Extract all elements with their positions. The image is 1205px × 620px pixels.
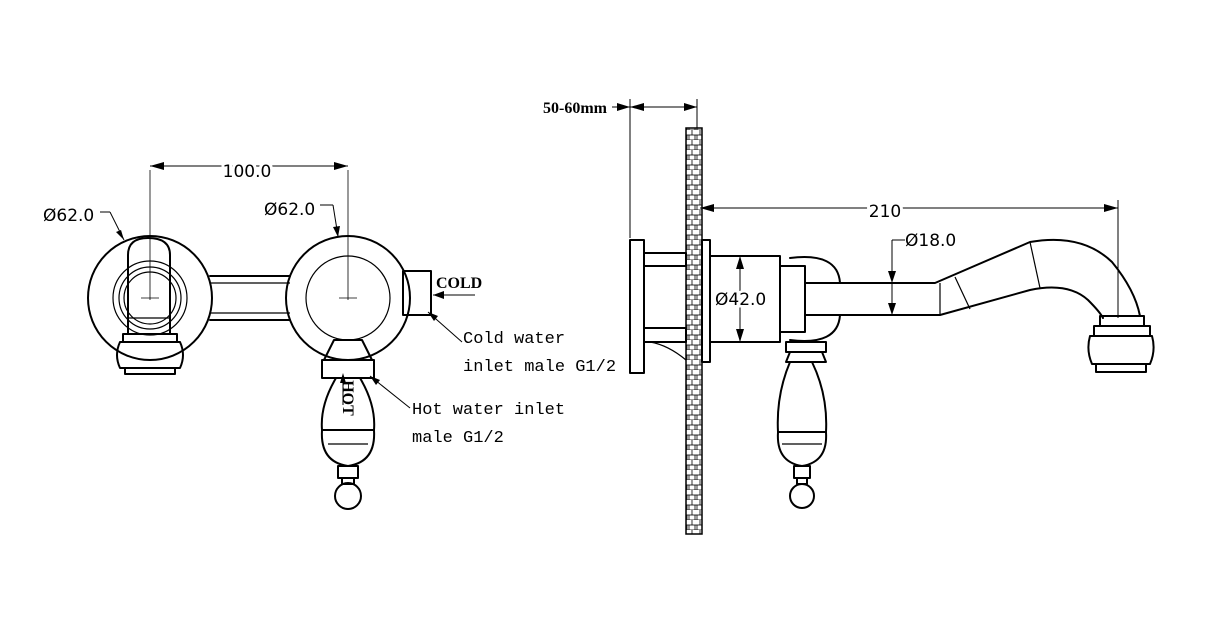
dimension-body-diameter: Ø42.0 xyxy=(713,256,769,342)
cold-inlet-indicator: COLD xyxy=(433,275,482,299)
cold-note-line1: Cold water xyxy=(463,330,565,349)
hot-label: HOT xyxy=(339,380,356,416)
center-marks xyxy=(141,170,357,300)
concealed-body xyxy=(629,239,687,374)
dimension-left-diameter-label: Ø62.0 xyxy=(43,206,94,226)
dimension-reach: 210 xyxy=(700,199,1119,318)
dimension-spout-diameter: Ø18.0 xyxy=(888,231,956,315)
hot-handle-front: HOT xyxy=(320,339,376,510)
body-side xyxy=(701,239,841,363)
front-view: HOT 100.0 Ø62.0 Ø62.0 COLD xyxy=(43,159,616,510)
cold-note-line2: inlet male G1/2 xyxy=(463,358,616,377)
cold-water-note: Cold water inlet male G1/2 xyxy=(427,311,616,377)
spout-front xyxy=(116,237,184,375)
dimension-left-diameter: Ø62.0 xyxy=(43,206,125,241)
hot-note-line1: Hot water inlet xyxy=(412,401,565,420)
dimension-centers-label: 100.0 xyxy=(223,162,272,182)
hot-note-line2: male G1/2 xyxy=(412,429,504,448)
spout-side xyxy=(804,238,1155,373)
connecting-pipe xyxy=(209,275,291,321)
dimension-spout-diameter-label: Ø18.0 xyxy=(905,231,956,251)
dimension-right-diameter-label: Ø62.0 xyxy=(264,200,315,220)
dimension-wall: 50-60mm xyxy=(543,99,698,238)
dimension-centers: 100.0 xyxy=(150,159,348,185)
dimension-right-diameter: Ø62.0 xyxy=(264,200,340,237)
dimension-reach-label: 210 xyxy=(869,202,901,222)
hot-water-note: Hot water inlet male G1/2 xyxy=(369,375,565,448)
cold-label: COLD xyxy=(436,275,482,292)
dimension-wall-label: 50-60mm xyxy=(543,100,608,117)
handle-side xyxy=(776,341,828,509)
side-view: 50-60mm 210 Ø18.0 Ø42.0 xyxy=(543,99,1155,535)
dimension-body-diameter-label: Ø42.0 xyxy=(715,290,766,310)
wall xyxy=(685,127,703,535)
right-flange xyxy=(285,235,432,361)
